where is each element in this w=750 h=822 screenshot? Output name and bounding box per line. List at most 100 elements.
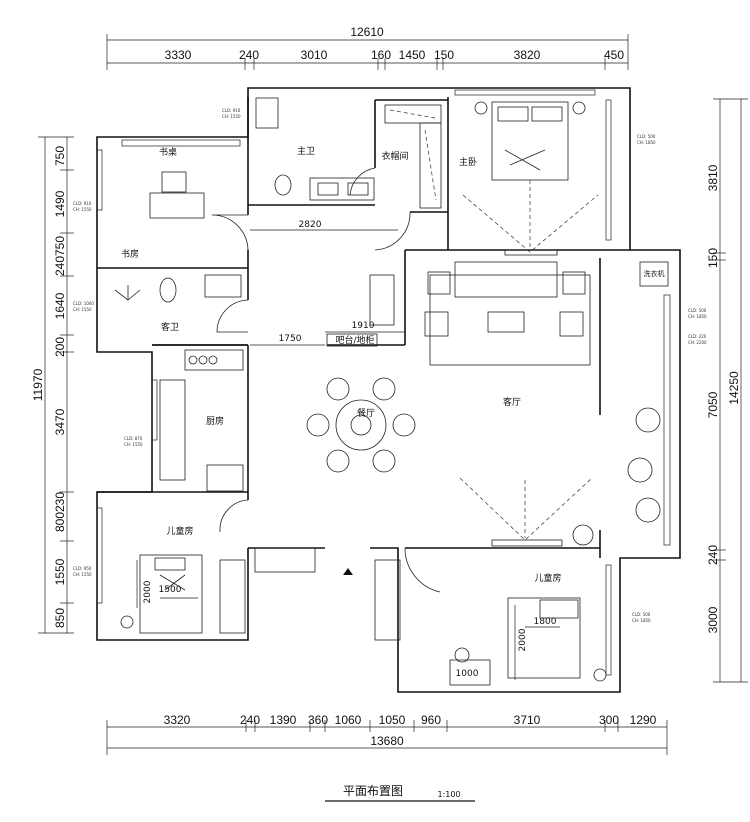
bar-label: 吧台/地柜 (335, 334, 374, 346)
cloakroom-closets (384, 104, 442, 209)
master-bath-fixtures (255, 97, 375, 201)
right-dim-1: 3810 (706, 164, 720, 191)
bottom-dim-7: 960 (421, 713, 441, 727)
top-dimension-lines: 12610 3330 240 3010 160 1450 150 3820 45… (106, 25, 629, 70)
living-tv (491, 524, 594, 547)
bar-counter (326, 274, 395, 347)
guest-bath-fixtures (114, 274, 242, 303)
left-dim-7: 800230 (53, 492, 67, 532)
master-bed-label: 主卧 (459, 156, 477, 168)
note-living-a-cld: CLD: 500 (688, 308, 707, 313)
dim-1750: 1750 (279, 334, 302, 344)
top-dim-8: 450 (604, 48, 624, 62)
entrance-icon (343, 568, 353, 575)
note-study-cld: CLD: 910 (73, 201, 92, 206)
left-dimension-lines: 11970 750 1490 240750 1640 200 3470 8002… (31, 136, 74, 634)
top-dim-7: 3820 (514, 48, 541, 62)
note-gb-ch: CH: 1550 (73, 307, 92, 312)
bottom-dim-3: 1390 (270, 713, 297, 727)
kitchen-label: 厨房 (206, 415, 224, 427)
left-dim-3: 240750 (53, 236, 67, 276)
dim-2000-b: 2000 (518, 628, 528, 651)
left-dim-8: 1550 (53, 558, 67, 585)
plan-title: 平面布置图 (343, 784, 403, 798)
kitchen-fixtures (159, 349, 244, 492)
doors (211, 167, 441, 593)
top-dim-6: 150 (434, 48, 454, 62)
kids-room-1-cabinet (254, 547, 316, 573)
top-dim-5: 1450 (399, 48, 426, 62)
left-dim-6: 3470 (53, 408, 67, 435)
dim-2820: 2820 (299, 220, 322, 230)
left-dim-2: 1490 (53, 190, 67, 217)
bottom-dimension-lines: 3320 240 1390 360 1060 1050 960 3710 300… (106, 713, 668, 755)
living-sofa (424, 261, 591, 366)
master-bath-label: 主卫 (297, 145, 315, 157)
note-mbed-cld: CLD: 500 (637, 134, 656, 139)
left-total-dim: 11970 (31, 368, 45, 401)
living-label: 客厅 (503, 396, 521, 408)
note-living-b-cld: CLD: 220 (688, 334, 707, 339)
plan-scale: 1:100 (437, 790, 460, 799)
cloakroom-label: 衣帽间 (381, 150, 408, 162)
bottom-dim-5: 1060 (335, 713, 362, 727)
note-living-b-ch: CH: 2200 (688, 340, 707, 345)
note-kitchen-ch: CH: 1550 (124, 442, 143, 447)
top-dim-2: 240 (239, 48, 259, 62)
study-label: 书房 (121, 248, 139, 260)
left-dim-1: 750 (53, 146, 67, 166)
tv-view-lines-master (462, 194, 599, 253)
right-dimension-lines: 3810 150 7050 240 3000 14250 (706, 98, 748, 683)
left-dim-5: 200 (53, 337, 67, 357)
window-notes: CLD: 910 CH: 1550 CLD: 910 CH: 1550 CLD:… (73, 108, 707, 623)
inner-dimension-lines (136, 229, 560, 680)
right-dim-4: 240 (706, 545, 720, 565)
study-desk-label: 书桌 (159, 146, 177, 158)
tv-view-lines-living (459, 477, 593, 541)
bottom-dim-1: 3320 (164, 713, 191, 727)
kids-room-1-bed (120, 554, 246, 634)
top-total-dim: 12610 (350, 25, 384, 39)
dim-2000-a: 2000 (143, 580, 153, 603)
right-total-dim: 14250 (727, 371, 741, 405)
bottom-dim-4: 360 (308, 713, 328, 727)
note-study-ch: CH: 1550 (73, 207, 92, 212)
note-mb-cld: CLD: 910 (222, 108, 241, 113)
guest-bath-label: 客卫 (161, 321, 179, 333)
bottom-dim-2: 240 (240, 713, 260, 727)
note-mb-ch: CH: 1550 (222, 114, 241, 119)
kids-room-1-label: 儿童房 (166, 525, 193, 537)
dining-label: 餐厅 (357, 407, 375, 419)
living-lounge-chairs (627, 407, 661, 523)
washer-box (639, 261, 669, 287)
dim-1800: 1800 (534, 617, 557, 627)
washer-label: 洗衣机 (644, 269, 665, 278)
kids-room-2-label: 儿童房 (534, 572, 561, 584)
note-kids1-cld: CLD: 950 (73, 566, 92, 571)
right-dim-3: 7050 (706, 391, 720, 418)
bottom-dim-10: 1290 (630, 713, 657, 727)
note-kids2-cld: CLD: 500 (632, 612, 651, 617)
kids-room-2-bed (374, 559, 607, 686)
right-dim-5: 3000 (706, 606, 720, 633)
bottom-dim-9: 300 (599, 713, 619, 727)
top-dim-4: 160 (371, 48, 391, 62)
note-kids1-ch: CH: 1550 (73, 572, 92, 577)
top-dim-1: 3330 (165, 48, 192, 62)
note-kitchen-cld: CLD: 870 (124, 436, 143, 441)
left-dim-4: 1640 (53, 292, 67, 319)
dim-1910: 1910 (352, 321, 375, 331)
bottom-dim-8: 3710 (514, 713, 541, 727)
windows (96, 89, 671, 676)
top-dim-3: 3010 (301, 48, 328, 62)
dining-table (306, 377, 416, 473)
bottom-dim-6: 1050 (379, 713, 406, 727)
bottom-total-dim: 13680 (370, 734, 404, 748)
note-living-a-ch: CH: 1850 (688, 314, 707, 319)
dim-1000: 1000 (456, 669, 479, 679)
study-desk (149, 171, 205, 219)
note-mbed-ch: CH: 1850 (637, 140, 656, 145)
note-kids2-ch: CH: 1850 (632, 618, 651, 623)
note-gb-cld: CLD: 1000 (73, 301, 94, 306)
